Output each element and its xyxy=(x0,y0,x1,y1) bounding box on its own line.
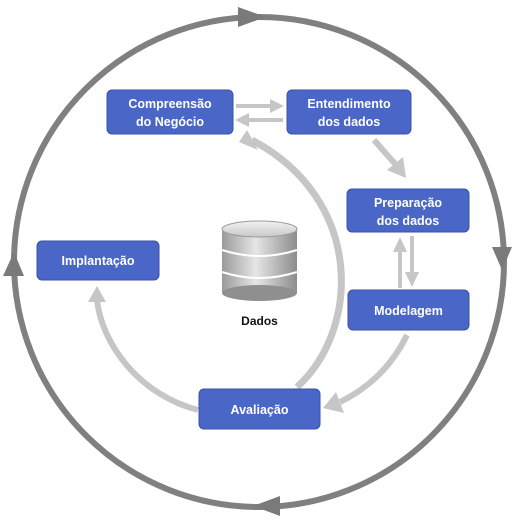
node-deployment: Implantação xyxy=(36,240,160,281)
arrow-business-to-data xyxy=(236,99,284,113)
node-data-understanding-line2: dos dados xyxy=(318,115,381,129)
center-label: Dados xyxy=(241,314,278,328)
node-evaluation: Avaliação xyxy=(198,388,321,430)
node-data-understanding: Entendimento dos dados xyxy=(286,89,412,135)
node-business-understanding-line2: do Negócio xyxy=(136,115,204,129)
node-data-preparation: Preparação dos dados xyxy=(346,188,470,233)
outer-arrow-top-icon xyxy=(238,7,266,27)
node-modeling-label: Modelagem xyxy=(374,304,443,318)
inner-arrows xyxy=(88,99,419,413)
node-data-understanding-line1: Entendimento xyxy=(307,97,391,111)
node-data-preparation-line1: Preparação xyxy=(374,196,442,210)
node-business-understanding: Compreensão do Negócio xyxy=(106,89,234,135)
node-modeling: Modelagem xyxy=(347,289,470,331)
arrow-preparation-to-modeling xyxy=(405,236,419,287)
outer-cycle xyxy=(3,7,512,516)
outer-arrow-right-icon xyxy=(492,247,512,270)
node-business-understanding-line1: Compreensão xyxy=(128,97,212,111)
arrow-data-to-preparation xyxy=(371,138,406,178)
arrow-data-to-business xyxy=(235,113,283,127)
arrow-modeling-to-preparation xyxy=(393,237,407,288)
database-icon xyxy=(221,220,298,301)
node-deployment-label: Implantação xyxy=(62,254,135,268)
node-evaluation-label: Avaliação xyxy=(231,403,289,417)
arrow-modeling-to-evaluation xyxy=(323,333,410,413)
outer-arrow-left-icon xyxy=(3,252,24,276)
node-data-preparation-line2: dos dados xyxy=(377,214,440,228)
arrow-evaluation-to-business xyxy=(239,130,345,390)
arrow-evaluation-to-deployment xyxy=(88,286,199,413)
outer-arrow-bottom-icon xyxy=(253,496,280,516)
